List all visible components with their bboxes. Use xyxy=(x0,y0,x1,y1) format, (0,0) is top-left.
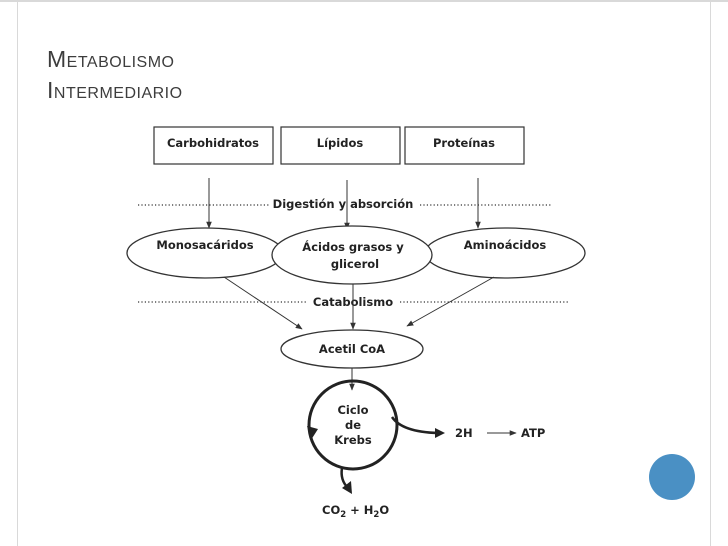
arrow-monosacaridos-to-acetil xyxy=(223,276,303,330)
krebs-cycle-circle xyxy=(307,379,399,471)
top-border-line xyxy=(0,0,728,2)
krebs-output-co2-arrowhead xyxy=(342,481,352,494)
ellipse-monosacaridos xyxy=(126,227,284,279)
krebs-label-line1: Ciclo xyxy=(337,403,368,417)
slide-title-line-1: Metabolismo xyxy=(47,46,175,72)
right-border-line xyxy=(710,0,711,546)
arrow-aminoacidos-to-acetil xyxy=(406,276,495,327)
ellipse-acidos-grasos xyxy=(271,225,433,285)
slide-title: Metabolismo Intermediario xyxy=(47,44,183,106)
label-carbohidratos: Carbohidratos xyxy=(167,136,259,150)
label-monosacaridos: Monosacáridos xyxy=(156,238,253,252)
ellipse-aminoacidos xyxy=(424,227,586,279)
krebs-cycle-arrowhead xyxy=(307,426,318,440)
label-lipidos: Lípidos xyxy=(317,136,364,150)
krebs-label-line3: Krebs xyxy=(334,433,372,447)
box-lipidos xyxy=(280,126,401,165)
label-acetil-coa: Acetil CoA xyxy=(319,342,385,356)
label-atp: ATP xyxy=(521,426,545,440)
box-proteinas xyxy=(404,126,525,165)
stage1-label: Digestión y absorción xyxy=(273,197,414,211)
left-border-line xyxy=(17,0,18,546)
label-co2-h2o: CO2 + H2O xyxy=(322,503,389,520)
krebs-output-2h-curve xyxy=(390,416,439,435)
decorative-corner-circle xyxy=(649,454,695,500)
box-carbohidratos xyxy=(153,126,274,165)
label-2h: 2H xyxy=(455,426,473,440)
krebs-label-line2: de xyxy=(345,418,361,432)
slide-title-line-2: Intermediario xyxy=(47,77,183,103)
label-proteinas: Proteínas xyxy=(433,136,495,150)
label-aminoacidos: Aminoácidos xyxy=(464,238,547,252)
label-acidos-grasos-line2: glicerol xyxy=(331,257,379,271)
krebs-output-2h-arrowhead xyxy=(435,428,445,438)
label-acidos-grasos-line1: Ácidos grasos y xyxy=(302,239,404,254)
